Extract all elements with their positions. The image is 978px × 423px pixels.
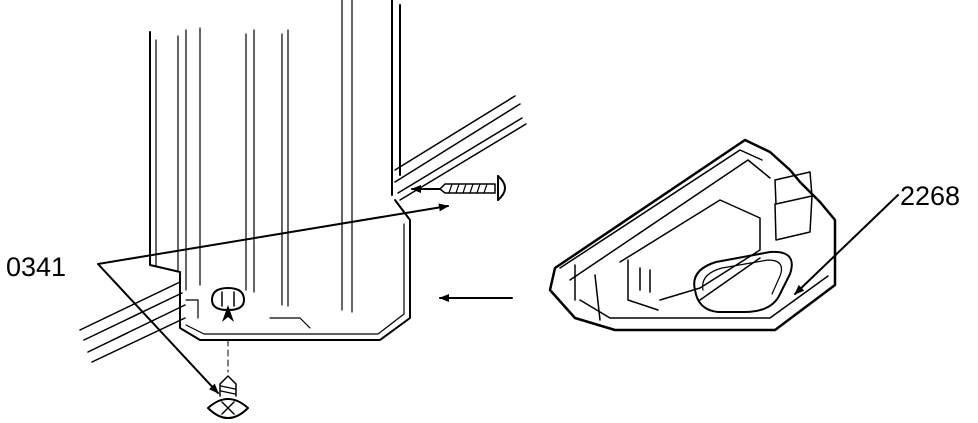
leader-2268-to-foot (794, 194, 899, 295)
leader-0341-to-screw (97, 263, 219, 394)
foot-bracket-slot (693, 250, 793, 313)
column-panel (149, 0, 401, 313)
side-screw (439, 175, 506, 201)
floor-rail-right (394, 95, 527, 201)
screw-insert-arrow-up (222, 305, 234, 322)
foot-bracket (548, 138, 837, 332)
bottom-screw (207, 375, 249, 419)
column-base (179, 199, 411, 341)
keyhole-slot (211, 287, 245, 311)
leader-0341-to-side-screw (97, 203, 449, 265)
callout-2268: 2268 (900, 181, 961, 211)
floor-rail-left (79, 281, 186, 363)
callout-0341: 0341 (6, 252, 67, 282)
